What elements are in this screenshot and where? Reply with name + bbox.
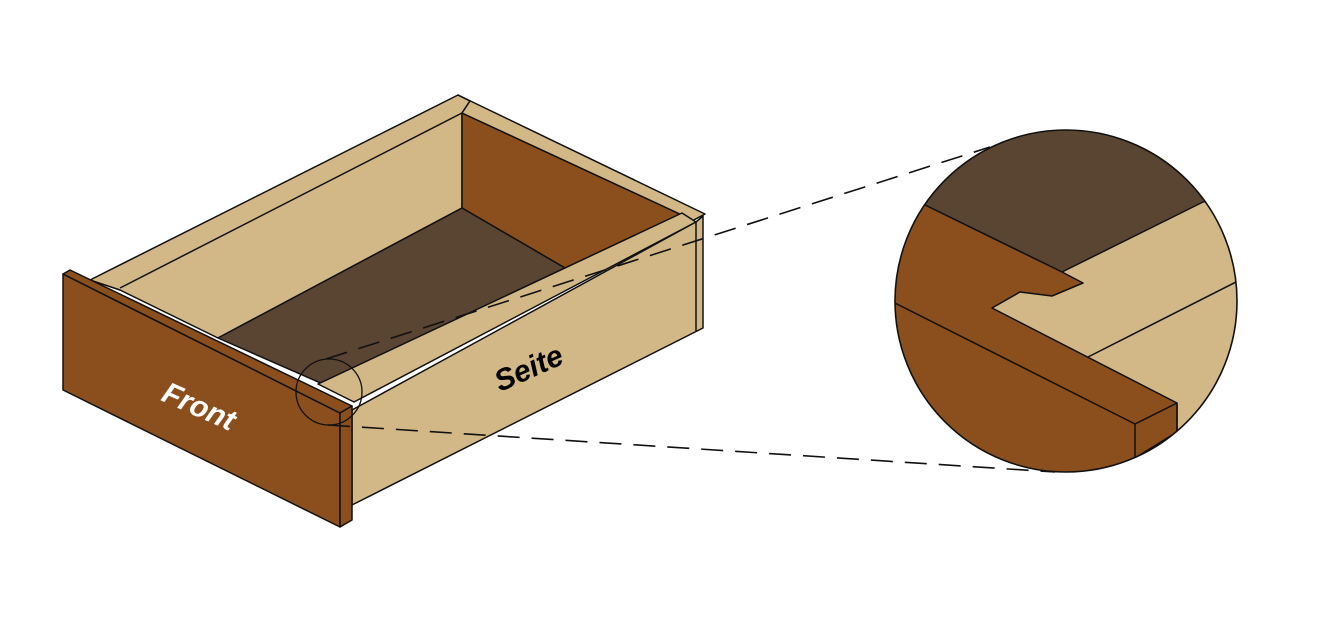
detail-front-tongue	[895, 194, 1178, 472]
zoom-guide-top	[325, 146, 991, 360]
front-panel-edge	[339, 405, 353, 528]
zoom-guide-bottom	[327, 424, 1056, 473]
joint-detail	[895, 130, 1237, 472]
detail-circle-outline	[894, 129, 1238, 473]
